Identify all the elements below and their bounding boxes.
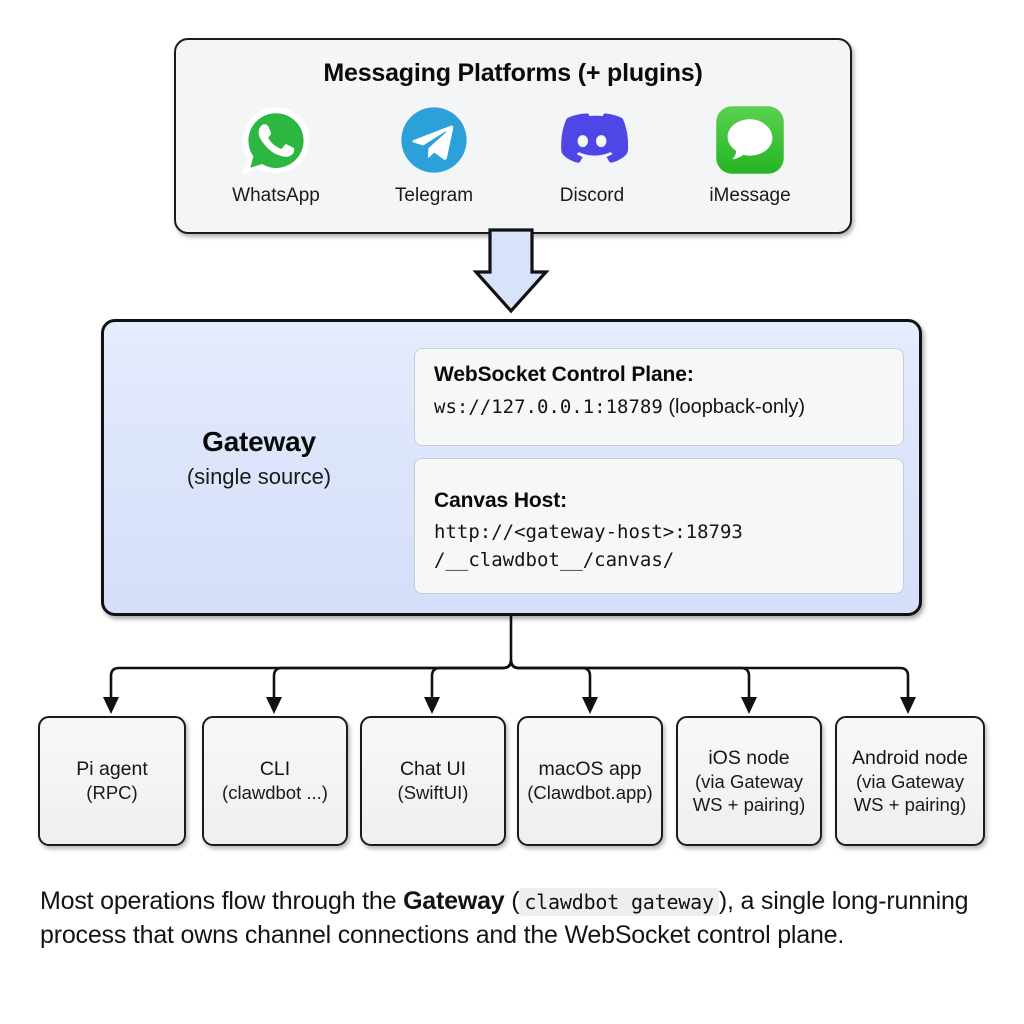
node-macos-app[interactable]: macOS app (Clawdbot.app) <box>517 716 663 846</box>
caption-paren-close: ), a single long-running process that ow… <box>40 887 969 949</box>
canvas-url-line1: http://<gateway-host>:18793 <box>434 521 743 543</box>
caption-part1: Most operations flow through the <box>40 887 404 915</box>
node-android[interactable]: Android node (via Gateway WS + pairing) <box>835 716 985 846</box>
node-sub: (clawdbot ...) <box>222 782 328 804</box>
platform-whatsapp[interactable]: WhatsApp <box>221 104 331 207</box>
caption: Most operations flow through the Gateway… <box>40 884 985 952</box>
node-pi-agent[interactable]: Pi agent (RPC) <box>38 716 186 846</box>
node-cli[interactable]: CLI (clawdbot ...) <box>202 716 348 846</box>
node-sub: (via Gateway <box>695 770 803 792</box>
platform-telegram[interactable]: Telegram <box>379 104 489 207</box>
gateway-label-block: Gateway (single source) <box>104 426 414 490</box>
canvas-url-line2: /__clawdbot__/canvas/ <box>434 548 675 571</box>
node-sub: (Clawdbot.app) <box>527 782 653 804</box>
node-title: Pi agent <box>76 758 148 781</box>
caption-code: clawdbot gateway <box>519 888 719 916</box>
node-sub: (SwiftUI) <box>397 782 469 804</box>
node-title: Chat UI <box>399 758 467 781</box>
node-ios[interactable]: iOS node (via Gateway WS + pairing) <box>676 716 822 846</box>
node-chat-ui[interactable]: Chat UI (SwiftUI) <box>360 716 506 846</box>
gateway-fanout-lines <box>109 616 910 700</box>
websocket-card-heading: WebSocket Control Plane: <box>434 363 694 386</box>
platform-imessage[interactable]: iMessage <box>695 104 805 207</box>
node-sub: (RPC) <box>86 782 138 804</box>
websocket-card-url: ws://127.0.0.1:18789 (loopback-only) <box>434 393 885 422</box>
websocket-control-plane-card: WebSocket Control Plane: ws://127.0.0.1:… <box>414 348 904 446</box>
websocket-url-mono: ws://127.0.0.1:18789 <box>434 396 663 418</box>
node-title: iOS node <box>708 746 790 769</box>
discord-icon <box>561 113 628 163</box>
gateway-fanout-arrowheads <box>103 697 916 714</box>
platform-discord[interactable]: Discord <box>537 104 647 207</box>
platform-label: Telegram <box>394 185 474 206</box>
node-sub-2: WS + pairing) <box>692 793 806 815</box>
whatsapp-icon <box>242 107 310 174</box>
gateway-panel: Gateway (single source) WebSocket Contro… <box>101 319 922 616</box>
imessage-icon <box>716 106 784 174</box>
gateway-subtitle: (single source) <box>186 464 332 489</box>
node-title: Android node <box>851 746 968 769</box>
platform-label: iMessage <box>709 185 791 206</box>
node-title: CLI <box>259 758 291 781</box>
websocket-url-note: (loopback-only) <box>662 396 806 418</box>
telegram-icon <box>401 107 467 173</box>
messaging-platforms-panel: Messaging Platforms (+ plugins) WhatsApp… <box>174 38 852 234</box>
node-title: macOS app <box>538 758 642 781</box>
platform-label: WhatsApp <box>232 185 320 206</box>
gateway-title: Gateway <box>202 426 316 457</box>
node-sub: (via Gateway <box>856 770 964 792</box>
platforms-to-gateway-arrow <box>472 228 550 314</box>
caption-bold-gateway: Gateway <box>403 887 505 915</box>
platforms-title: Messaging Platforms (+ plugins) <box>323 59 703 87</box>
canvas-card-heading: Canvas Host: <box>434 489 568 512</box>
platform-label: Discord <box>559 185 625 206</box>
node-sub-2: WS + pairing) <box>853 793 967 815</box>
canvas-host-card: Canvas Host: http://<gateway-host>:18793… <box>414 458 904 594</box>
platform-row: WhatsApp Telegram Discord <box>176 104 850 207</box>
caption-paren-open: ( <box>504 887 520 915</box>
